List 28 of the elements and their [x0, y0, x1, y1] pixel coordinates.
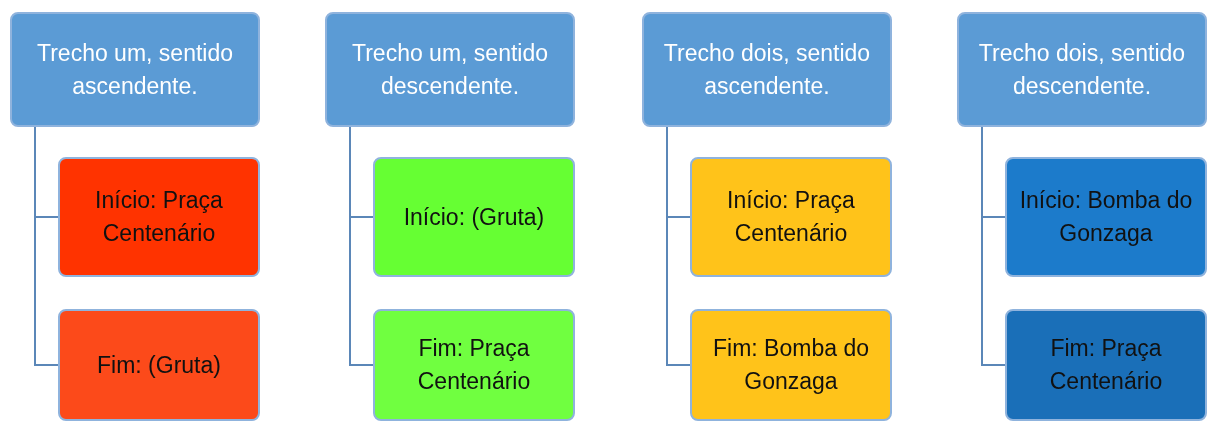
node-label: Trecho um, sentido ascendente.: [36, 38, 234, 101]
connector-line: [666, 126, 691, 366]
item-box: [373, 157, 575, 277]
header-box: [957, 12, 1207, 127]
node-label: Trecho dois, sentido descendente.: [977, 38, 1187, 101]
item-box: [373, 309, 575, 421]
item-box: [690, 309, 892, 421]
connector-line: [349, 126, 374, 366]
item-box: [58, 157, 260, 277]
node-label: Trecho dois, sentido ascendente.: [662, 38, 872, 101]
item-box: [58, 309, 260, 421]
node-label: Início: Praça Centenário: [726, 186, 856, 248]
node-label: Trecho um, sentido descendente.: [351, 38, 549, 101]
node-label: Início: Praça Centenário: [94, 186, 224, 248]
node-label: Início: (Gruta): [403, 202, 545, 232]
node-label: Fim: (Gruta): [97, 350, 221, 380]
header-box: [325, 12, 575, 127]
item-box: [1005, 157, 1207, 277]
header-box: [642, 12, 892, 127]
item-box: [690, 157, 892, 277]
node-label: Início: Bomba do Gonzaga: [1018, 186, 1194, 248]
item-box: [1005, 309, 1207, 421]
node-label: Fim: Bomba do Gonzaga: [712, 334, 870, 396]
node-label: Fim: Praça Centenário: [416, 334, 532, 396]
header-box: [10, 12, 260, 127]
node-label: Fim: Praça Centenário: [1048, 334, 1164, 396]
connector-line: [981, 126, 1006, 366]
connector-line: [34, 126, 59, 366]
